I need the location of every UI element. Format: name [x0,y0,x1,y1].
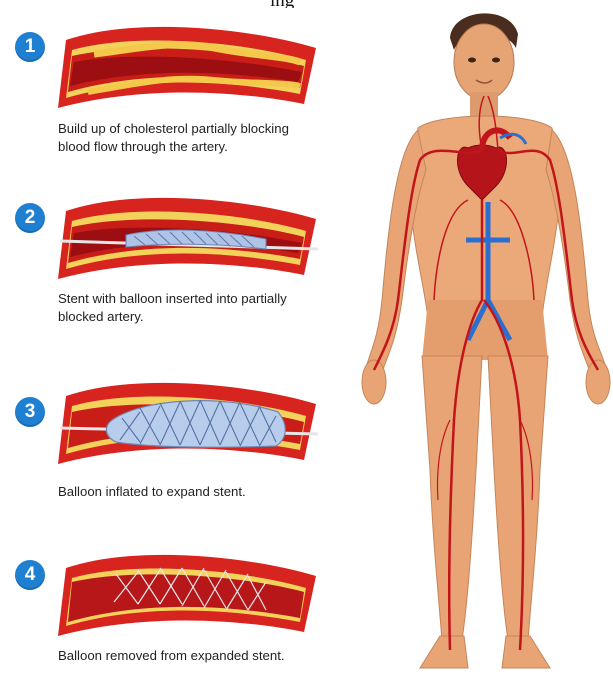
step-3-number: 3 [25,401,36,423]
step-3-caption: Balloon inflated to expand stent. [58,483,348,501]
artery-step-2-illustration [54,183,324,283]
step-2-badge: 2 [15,203,45,233]
step-4-caption: Balloon removed from expanded stent. [58,647,348,665]
step-1-badge: 1 [15,32,45,62]
step-4-badge: 4 [15,560,45,590]
human-circulatory-system-illustration [350,0,613,677]
artery-step-3-illustration [54,368,324,468]
step-2-caption: Stent with balloon inserted into partial… [58,290,348,326]
top-cut-text: ing [270,0,294,8]
step-3-badge: 3 [15,397,45,427]
step-1-number: 1 [25,36,36,58]
step-1-caption: Build up of cholesterol partially blocki… [58,120,348,156]
artery-step-1-illustration [54,12,324,112]
artery-step-4-illustration [54,540,324,640]
step-4-number: 4 [25,564,36,586]
step-2-number: 2 [25,207,36,229]
